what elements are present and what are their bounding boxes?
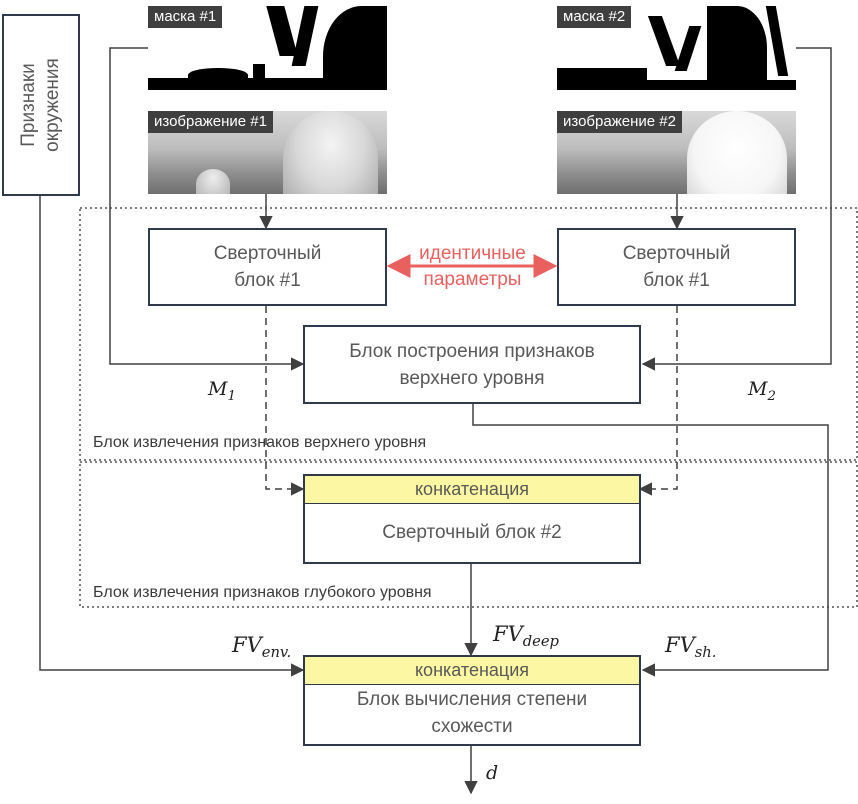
identical-params-line1: идентичные — [419, 243, 526, 264]
mask2-tag: маска #2 — [557, 6, 632, 28]
mask2-shape — [707, 6, 767, 90]
wire-env-to-similarity — [39, 196, 305, 677]
identical-params-label: идентичные параметры — [395, 241, 550, 293]
fv-env-label: FVenv. — [232, 633, 291, 661]
similarity-line2: схожести — [431, 716, 513, 737]
mask2-image: маска #2 — [557, 6, 796, 90]
image2-photo: изображение #2 — [557, 111, 796, 194]
m2-label: M2 — [748, 378, 776, 404]
mask1-shape — [188, 68, 248, 82]
image1-tag: изображение #1 — [148, 111, 273, 133]
image1-photo: изображение #1 — [148, 111, 387, 194]
mask1-shape — [253, 64, 265, 84]
conv-block1-right-line2: блок #1 — [643, 270, 710, 291]
m2-sub: 2 — [767, 388, 776, 404]
wire-conv1b-to-concat — [638, 306, 678, 496]
fv-sh-base: FV — [665, 633, 695, 657]
m1-base: M — [208, 378, 228, 400]
m1-label: M1 — [208, 378, 236, 404]
image2-tag: изображение #2 — [557, 111, 682, 133]
region-top-level-border — [79, 207, 858, 461]
mask1-shape — [291, 6, 319, 66]
concat2-bar: конкатенация — [303, 655, 641, 685]
conv-block2-label: Сверточный блок #2 — [382, 522, 562, 543]
mask2-shape — [647, 16, 681, 66]
fv-deep-base: FV — [493, 622, 523, 646]
fv-deep-sub: deep — [522, 633, 559, 651]
identical-params-line2: параметры — [423, 269, 522, 290]
fv-deep-label: FVdeep — [493, 622, 559, 650]
mask2-shape — [557, 80, 796, 90]
output-d-label: d — [486, 762, 499, 784]
region-top-level-label: Блок извлечения признаков верхнего уровн… — [93, 434, 427, 451]
mask1-shape — [266, 6, 298, 56]
wire-conv1-to-concat — [265, 306, 305, 496]
mask2-shape — [557, 68, 647, 82]
fv-env-base: FV — [232, 633, 262, 657]
mask1-shape — [323, 6, 387, 90]
image1-object — [283, 111, 378, 194]
environment-features-label: Признаки окружения — [17, 58, 65, 152]
conv-block1-right: Сверточный блок #1 — [557, 228, 796, 306]
image1-object — [196, 169, 230, 194]
fv-sh-sub: sh. — [694, 644, 717, 662]
environment-label-line2: окружения — [42, 58, 63, 152]
mask2-shape — [765, 6, 789, 76]
conv-block1-left: Сверточный блок #1 — [148, 228, 387, 306]
region-deep-level-border — [79, 461, 858, 608]
wire-mask2-to-top-level — [641, 47, 832, 371]
environment-features-box: Признаки окружения — [2, 14, 80, 196]
mask1-image: маска #1 — [148, 6, 387, 90]
fv-env-sub: env. — [261, 644, 292, 662]
m1-sub: 1 — [227, 388, 236, 404]
fv-sh-label: FVsh. — [665, 633, 716, 661]
top-level-features-line1: Блок построения признаков — [349, 340, 595, 362]
conv-block1-left-line2: блок #1 — [234, 270, 301, 291]
wire-top-level-to-similarity — [472, 404, 829, 677]
conv-block1-left-line1: Сверточный — [213, 243, 322, 264]
conv-block1-right-line1: Сверточный — [622, 243, 731, 264]
environment-label-line1: Признаки — [18, 63, 39, 147]
m2-base: M — [748, 378, 768, 400]
mask1-tag: маска #1 — [148, 6, 223, 28]
concat1-bar: конкатенация — [303, 474, 641, 504]
image2-object — [687, 111, 787, 194]
mask2-shape — [674, 26, 702, 71]
top-level-features-line2: верхнего уровня — [399, 367, 545, 389]
wire-mask1-to-top-level — [109, 47, 305, 371]
top-level-features-block: Блок построения признаков верхнего уровн… — [303, 325, 641, 404]
similarity-line1: Блок вычисления степени — [356, 689, 588, 710]
region-deep-level-label: Блок извлечения признаков глубокого уров… — [93, 584, 432, 601]
